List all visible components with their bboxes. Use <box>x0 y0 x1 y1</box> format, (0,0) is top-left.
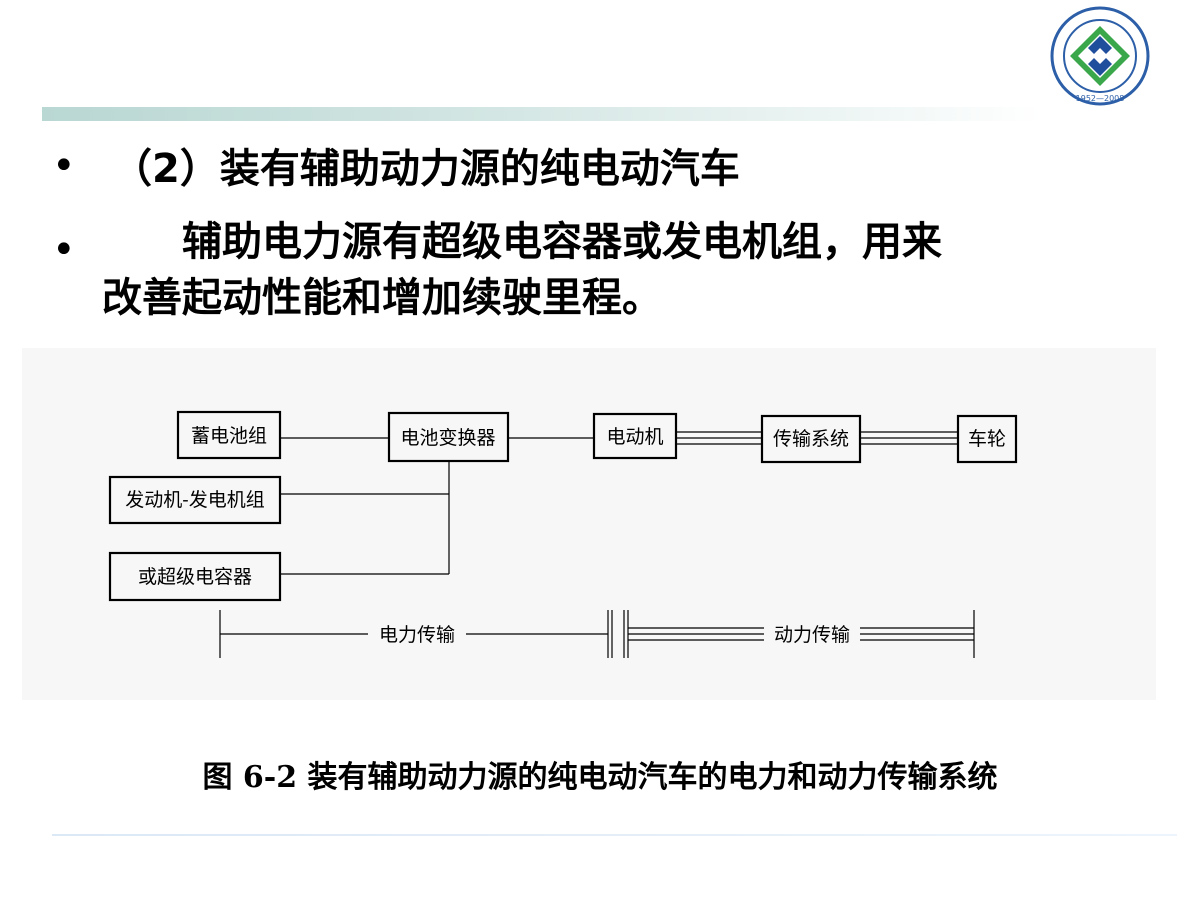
label-battery-pack: 蓄电池组 <box>191 425 267 447</box>
label-electric-transmission: 电力传输 <box>379 624 455 646</box>
transmission-diagram: 蓄电池组 电池变换器 电动机 传输系统 车轮 发动机-发电机组 或超级电容器 电… <box>108 410 1018 658</box>
shaft-transmission-wheel <box>860 431 958 445</box>
box-transmission <box>760 414 862 464</box>
bullet-marker: • <box>52 227 76 273</box>
footer-line <box>52 834 1177 836</box>
logo-years: 1952—2008 <box>1076 94 1125 103</box>
label-transmission: 传输系统 <box>773 428 849 450</box>
electric-transmission-range <box>219 610 613 658</box>
label-engine-generator: 发动机-发电机组 <box>125 489 264 511</box>
bullet-marker: • <box>52 143 76 189</box>
body-text-line-1: 辅助电力源有超级电容器或发电机组，用来 <box>182 219 942 265</box>
box-wheel <box>956 414 1018 464</box>
label-supercapacitor: 或超级电容器 <box>138 566 252 588</box>
power-transmission-range <box>623 610 975 658</box>
figure-caption: 图 6-2 装有辅助动力源的纯电动汽车的电力和动力传输系统 <box>202 760 998 795</box>
box-battery-pack <box>176 410 282 460</box>
box-battery-converter <box>387 411 510 463</box>
label-motor: 电动机 <box>606 426 663 448</box>
header-band <box>42 107 1042 121</box>
section-heading: （2）装有辅助动力源的纯电动汽车 <box>112 146 740 192</box>
logo-emblem-icon <box>1070 26 1130 86</box>
label-power-transmission: 动力传输 <box>774 624 850 646</box>
box-supercapacitor <box>108 551 282 602</box>
box-motor <box>592 412 678 460</box>
shaft-motor-transmission <box>676 431 762 445</box>
body-text-line-2: 改善起动性能和增加续驶里程。 <box>102 275 662 321</box>
label-wheel: 车轮 <box>968 428 1006 450</box>
university-logo: 1952—2008 <box>1050 6 1150 106</box>
box-engine-generator <box>108 475 282 525</box>
label-battery-converter: 电池变换器 <box>400 427 495 449</box>
